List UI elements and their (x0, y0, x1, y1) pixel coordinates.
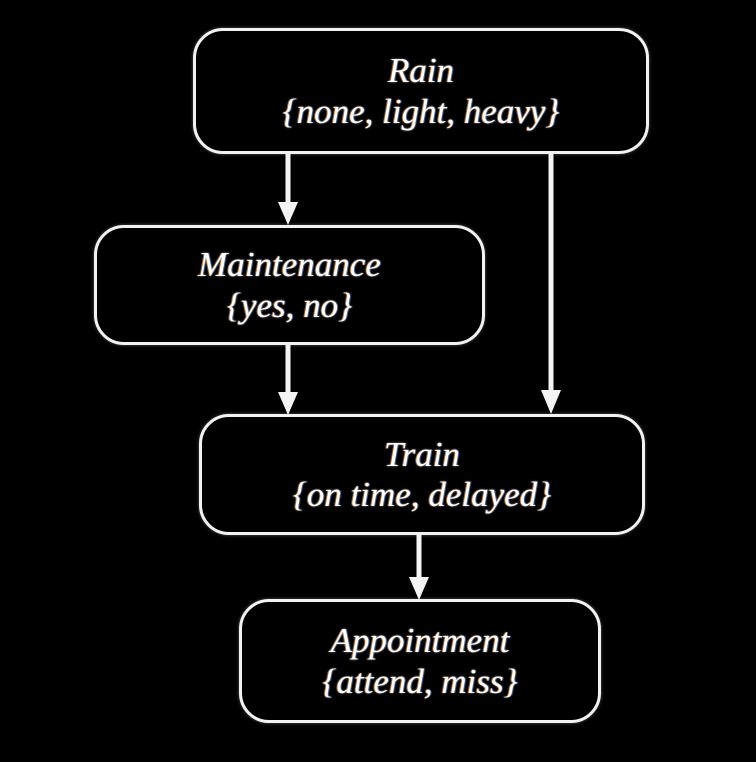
edge-rain-to-train (541, 154, 561, 414)
node-maintenance-title: Maintenance (198, 245, 381, 285)
node-maintenance-states: {yes, no} (226, 285, 353, 325)
node-maintenance[interactable]: Maintenance {yes, no} (94, 225, 485, 345)
node-train[interactable]: Train {on time, delayed} (199, 414, 645, 535)
node-appointment-title: Appointment (330, 621, 510, 661)
arrowhead-icon (409, 577, 429, 600)
node-rain-states: {none, light, heavy} (282, 91, 560, 131)
edge-maintenance-to-train (278, 345, 298, 415)
arrowhead-icon (278, 202, 298, 225)
node-appointment[interactable]: Appointment {attend, miss} (239, 599, 601, 723)
edge-rain-to-maintenance (278, 154, 298, 225)
arrowhead-icon (541, 390, 561, 414)
arrowhead-icon (278, 392, 298, 415)
node-appointment-states: {attend, miss} (322, 661, 518, 701)
node-train-states: {on time, delayed} (292, 475, 552, 514)
node-train-title: Train (384, 434, 460, 474)
edge-train-to-appointment (409, 535, 429, 600)
node-rain[interactable]: Rain {none, light, heavy} (193, 28, 649, 154)
node-rain-title: Rain (387, 51, 455, 91)
